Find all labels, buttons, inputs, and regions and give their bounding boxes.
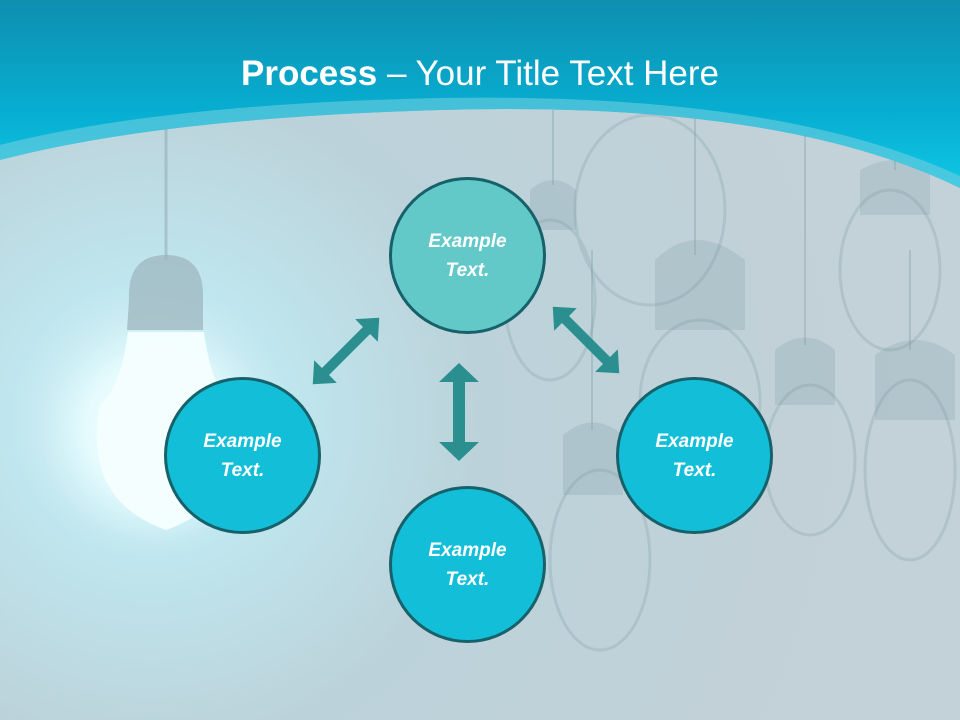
node-right: Example Text. <box>616 377 773 534</box>
node-bottom: Example Text. <box>389 486 546 643</box>
node-bottom-label: Example Text. <box>428 539 507 590</box>
arrow-vertical <box>439 363 479 461</box>
node-right-label: Example Text. <box>655 430 734 481</box>
page-title: Process – Your Title Text Here <box>0 54 960 94</box>
title-rest: – Your Title Text Here <box>377 54 719 93</box>
title-bold: Process <box>241 54 378 93</box>
node-top-label: Example Text. <box>428 230 507 281</box>
arrow-left-top <box>312 317 380 385</box>
arrow-top-right <box>552 306 620 374</box>
node-left: Example Text. <box>164 377 321 534</box>
node-left-label: Example Text. <box>203 430 282 481</box>
node-top: Example Text. <box>389 177 546 334</box>
